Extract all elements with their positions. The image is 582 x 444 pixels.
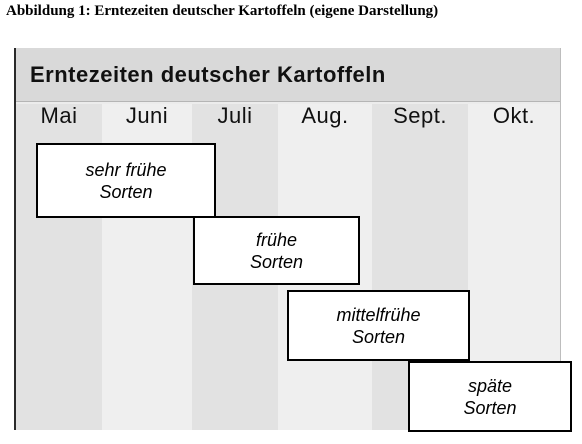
diagram-title: Erntezeiten deutscher Kartoffeln xyxy=(30,62,386,87)
figure-caption: Abbildung 1: Erntezeiten deutscher Karto… xyxy=(6,3,439,19)
variety-box-mid-early: mittelfrühe Sorten xyxy=(287,290,470,361)
variety-label: Sorten xyxy=(351,326,406,347)
month-label: Juni xyxy=(125,103,169,128)
month-label: Mai xyxy=(40,103,78,128)
variety-label: Sorten xyxy=(463,397,517,418)
variety-label: sehr frühe xyxy=(85,159,167,180)
month-label: Sept. xyxy=(393,103,447,128)
variety-label: Sorten xyxy=(249,251,304,272)
month-label: Aug. xyxy=(301,103,349,128)
variety-box-very-early: sehr frühe Sorten xyxy=(36,143,216,218)
month-label: Okt. xyxy=(492,103,536,128)
variety-label: Sorten xyxy=(99,181,153,202)
month-label: Juli xyxy=(217,103,253,128)
variety-label: frühe xyxy=(255,229,297,250)
diagram-header: Erntezeiten deutscher Kartoffeln xyxy=(16,48,560,102)
variety-box-late: späte Sorten xyxy=(408,361,572,432)
variety-label: mittelfrühe xyxy=(336,304,421,325)
variety-box-early: frühe Sorten xyxy=(193,216,360,285)
variety-label: späte xyxy=(467,375,513,396)
